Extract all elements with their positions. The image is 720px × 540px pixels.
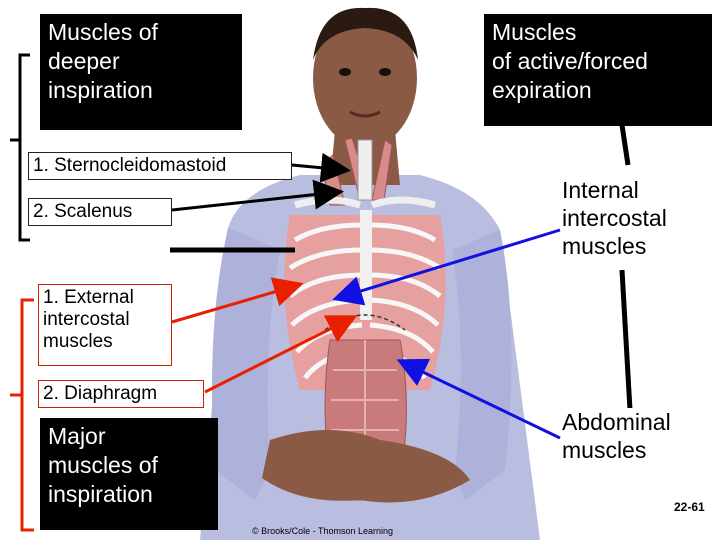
- arrow-scalenus: [171, 179, 344, 212]
- arrow-external-intercostal: [171, 277, 304, 324]
- forced-expiration-title: Muscles of active/forced expiration: [484, 14, 712, 126]
- title-line: inspiration: [48, 77, 153, 103]
- hair: [313, 7, 418, 60]
- arrow-sternocleidomastoid: [291, 152, 351, 183]
- diaphragm-label: 2. Diaphragm: [38, 380, 204, 408]
- hands: [262, 430, 470, 503]
- right-arm: [452, 230, 512, 500]
- internal-intercostal-label: Internal intercostal muscles: [562, 176, 712, 260]
- sternum: [360, 210, 372, 320]
- arrow-diaphragm: [204, 315, 358, 394]
- slide-number: 22-61: [674, 500, 705, 514]
- title-line: Muscles: [492, 19, 577, 45]
- deeper-inspiration-bracket: [18, 53, 30, 242]
- external-intercostal-label: 1. External intercostal muscles: [38, 284, 172, 366]
- sternocleidomastoid-label: 1. Sternocleidomastoid: [28, 152, 292, 180]
- title-line: Major: [48, 423, 106, 449]
- arrow-internal-intercostal: [332, 228, 561, 306]
- deeper-inspiration-title: Muscles of deeper inspiration: [40, 14, 242, 130]
- title-line: muscles of: [48, 452, 158, 478]
- major-inspiration-title: Major muscles of inspiration: [40, 418, 218, 530]
- head: [313, 8, 417, 148]
- spine: [357, 139, 373, 201]
- title-line: inspiration: [48, 481, 153, 507]
- arrow-abdominal: [396, 358, 561, 440]
- copyright-text: © Brooks/Cole - Thomson Learning: [252, 526, 394, 536]
- abdominal-label: Abdominal muscles: [562, 408, 712, 464]
- title-line: of active/forced: [492, 48, 648, 74]
- major-inspiration-bracket: [20, 298, 34, 532]
- title-line: Muscles of: [48, 19, 158, 45]
- title-line: deeper: [48, 48, 120, 74]
- title-line: expiration: [492, 77, 592, 103]
- scalenus-label: 2. Scalenus: [28, 198, 172, 226]
